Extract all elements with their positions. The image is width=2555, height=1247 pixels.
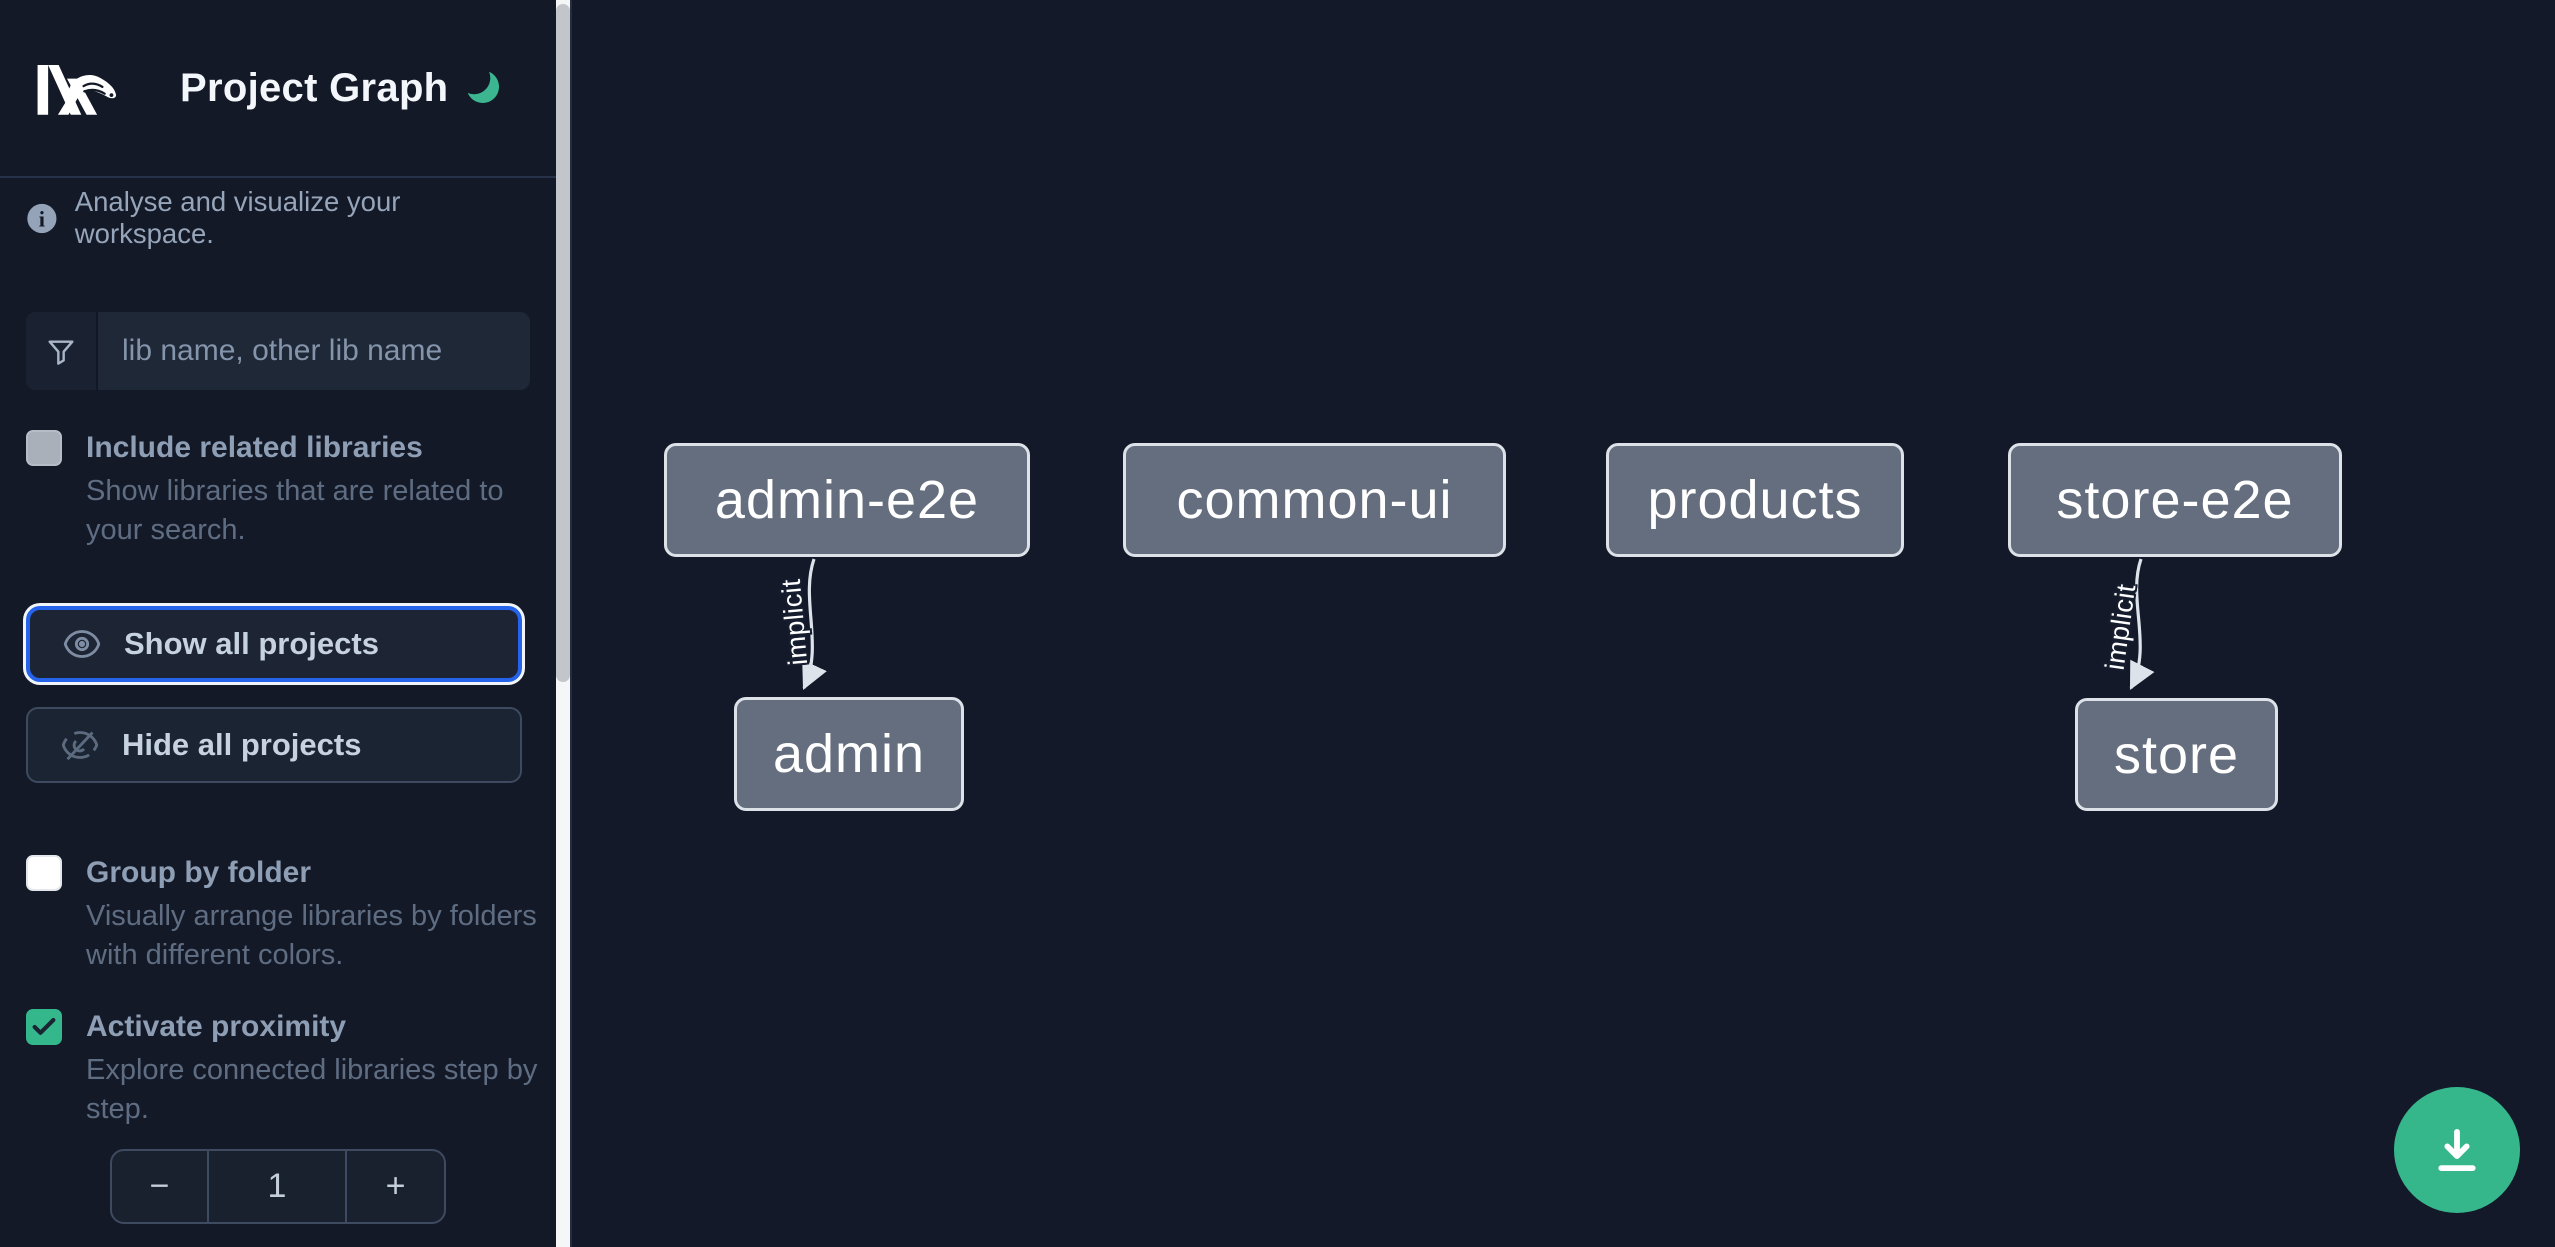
graph-node-products[interactable]: products — [1606, 443, 1904, 557]
svg-text:i: i — [39, 206, 45, 231]
graph-node-common-ui[interactable]: common-ui — [1123, 443, 1506, 557]
eye-off-icon — [61, 731, 99, 761]
toggle-label: Include related libraries — [86, 431, 423, 464]
graph-node-admin[interactable]: admin — [734, 697, 964, 811]
download-graph-button[interactable] — [2394, 1087, 2520, 1213]
page-title: Project Graph — [180, 65, 449, 110]
graph-node-store-e2e[interactable]: store-e2e — [2008, 443, 2342, 557]
decrement-button[interactable]: − — [112, 1151, 209, 1222]
graph-canvas[interactable]: implicit implicit admin-e2e common-ui pr… — [570, 0, 2555, 1247]
filter-box — [26, 312, 530, 390]
moon-icon — [467, 71, 499, 103]
filter-input[interactable] — [98, 312, 530, 390]
edge-store-e2e-to-store[interactable] — [2129, 558, 2155, 691]
tagline-row: i Analyse and visualize your workspace. — [0, 186, 556, 249]
graph-node-store[interactable]: store — [2075, 698, 2278, 811]
checkmark-icon — [32, 1017, 56, 1035]
toggle-description: Visually arrange libraries by folders wi… — [86, 900, 537, 971]
proximity-depth-stepper: − 1 + — [110, 1149, 446, 1224]
eye-icon — [63, 630, 101, 658]
increment-button[interactable]: + — [345, 1151, 444, 1222]
funnel-icon — [26, 312, 98, 390]
sidebar: Project Graph i Analyse and visualize yo… — [0, 0, 556, 1247]
toggle-description: Show libraries that are related to your … — [86, 475, 504, 546]
tagline-text: Analyse and visualize your workspace. — [74, 186, 401, 249]
edge-admin-e2e-to-admin[interactable] — [802, 558, 827, 691]
checkbox-activate-proximity[interactable] — [26, 1009, 62, 1045]
sidebar-scrollbar-thumb[interactable] — [556, 4, 570, 682]
proximity-depth-value: 1 — [267, 1167, 287, 1205]
graph-node-admin-e2e[interactable]: admin-e2e — [664, 443, 1030, 557]
show-all-projects-button[interactable]: Show all projects — [26, 606, 522, 682]
toggle-group-by-folder: Group by folder Visually arrange librari… — [0, 853, 556, 975]
checkbox-group-by-folder[interactable] — [26, 855, 62, 891]
toggle-activate-proximity: Activate proximity Explore connected lib… — [0, 1007, 556, 1129]
toggle-label: Group by folder — [86, 856, 311, 889]
graph-edges — [802, 558, 2155, 691]
info-icon: i — [27, 203, 57, 233]
sidebar-header: Project Graph — [0, 0, 556, 178]
download-icon — [2438, 1128, 2476, 1172]
hide-all-projects-label: Hide all projects — [122, 727, 362, 762]
show-all-projects-label: Show all projects — [124, 626, 379, 661]
toggle-description: Explore connected libraries step by step… — [86, 1054, 538, 1125]
toggle-include-related: Include related libraries Show libraries… — [0, 428, 556, 550]
toggle-label: Activate proximity — [86, 1010, 347, 1043]
hide-all-projects-button[interactable]: Hide all projects — [26, 707, 522, 783]
sidebar-scrollbar-track — [556, 0, 570, 1247]
checkbox-include-related[interactable] — [26, 430, 62, 466]
nx-logo — [37, 65, 117, 115]
theme-toggle-button[interactable] — [462, 66, 506, 110]
